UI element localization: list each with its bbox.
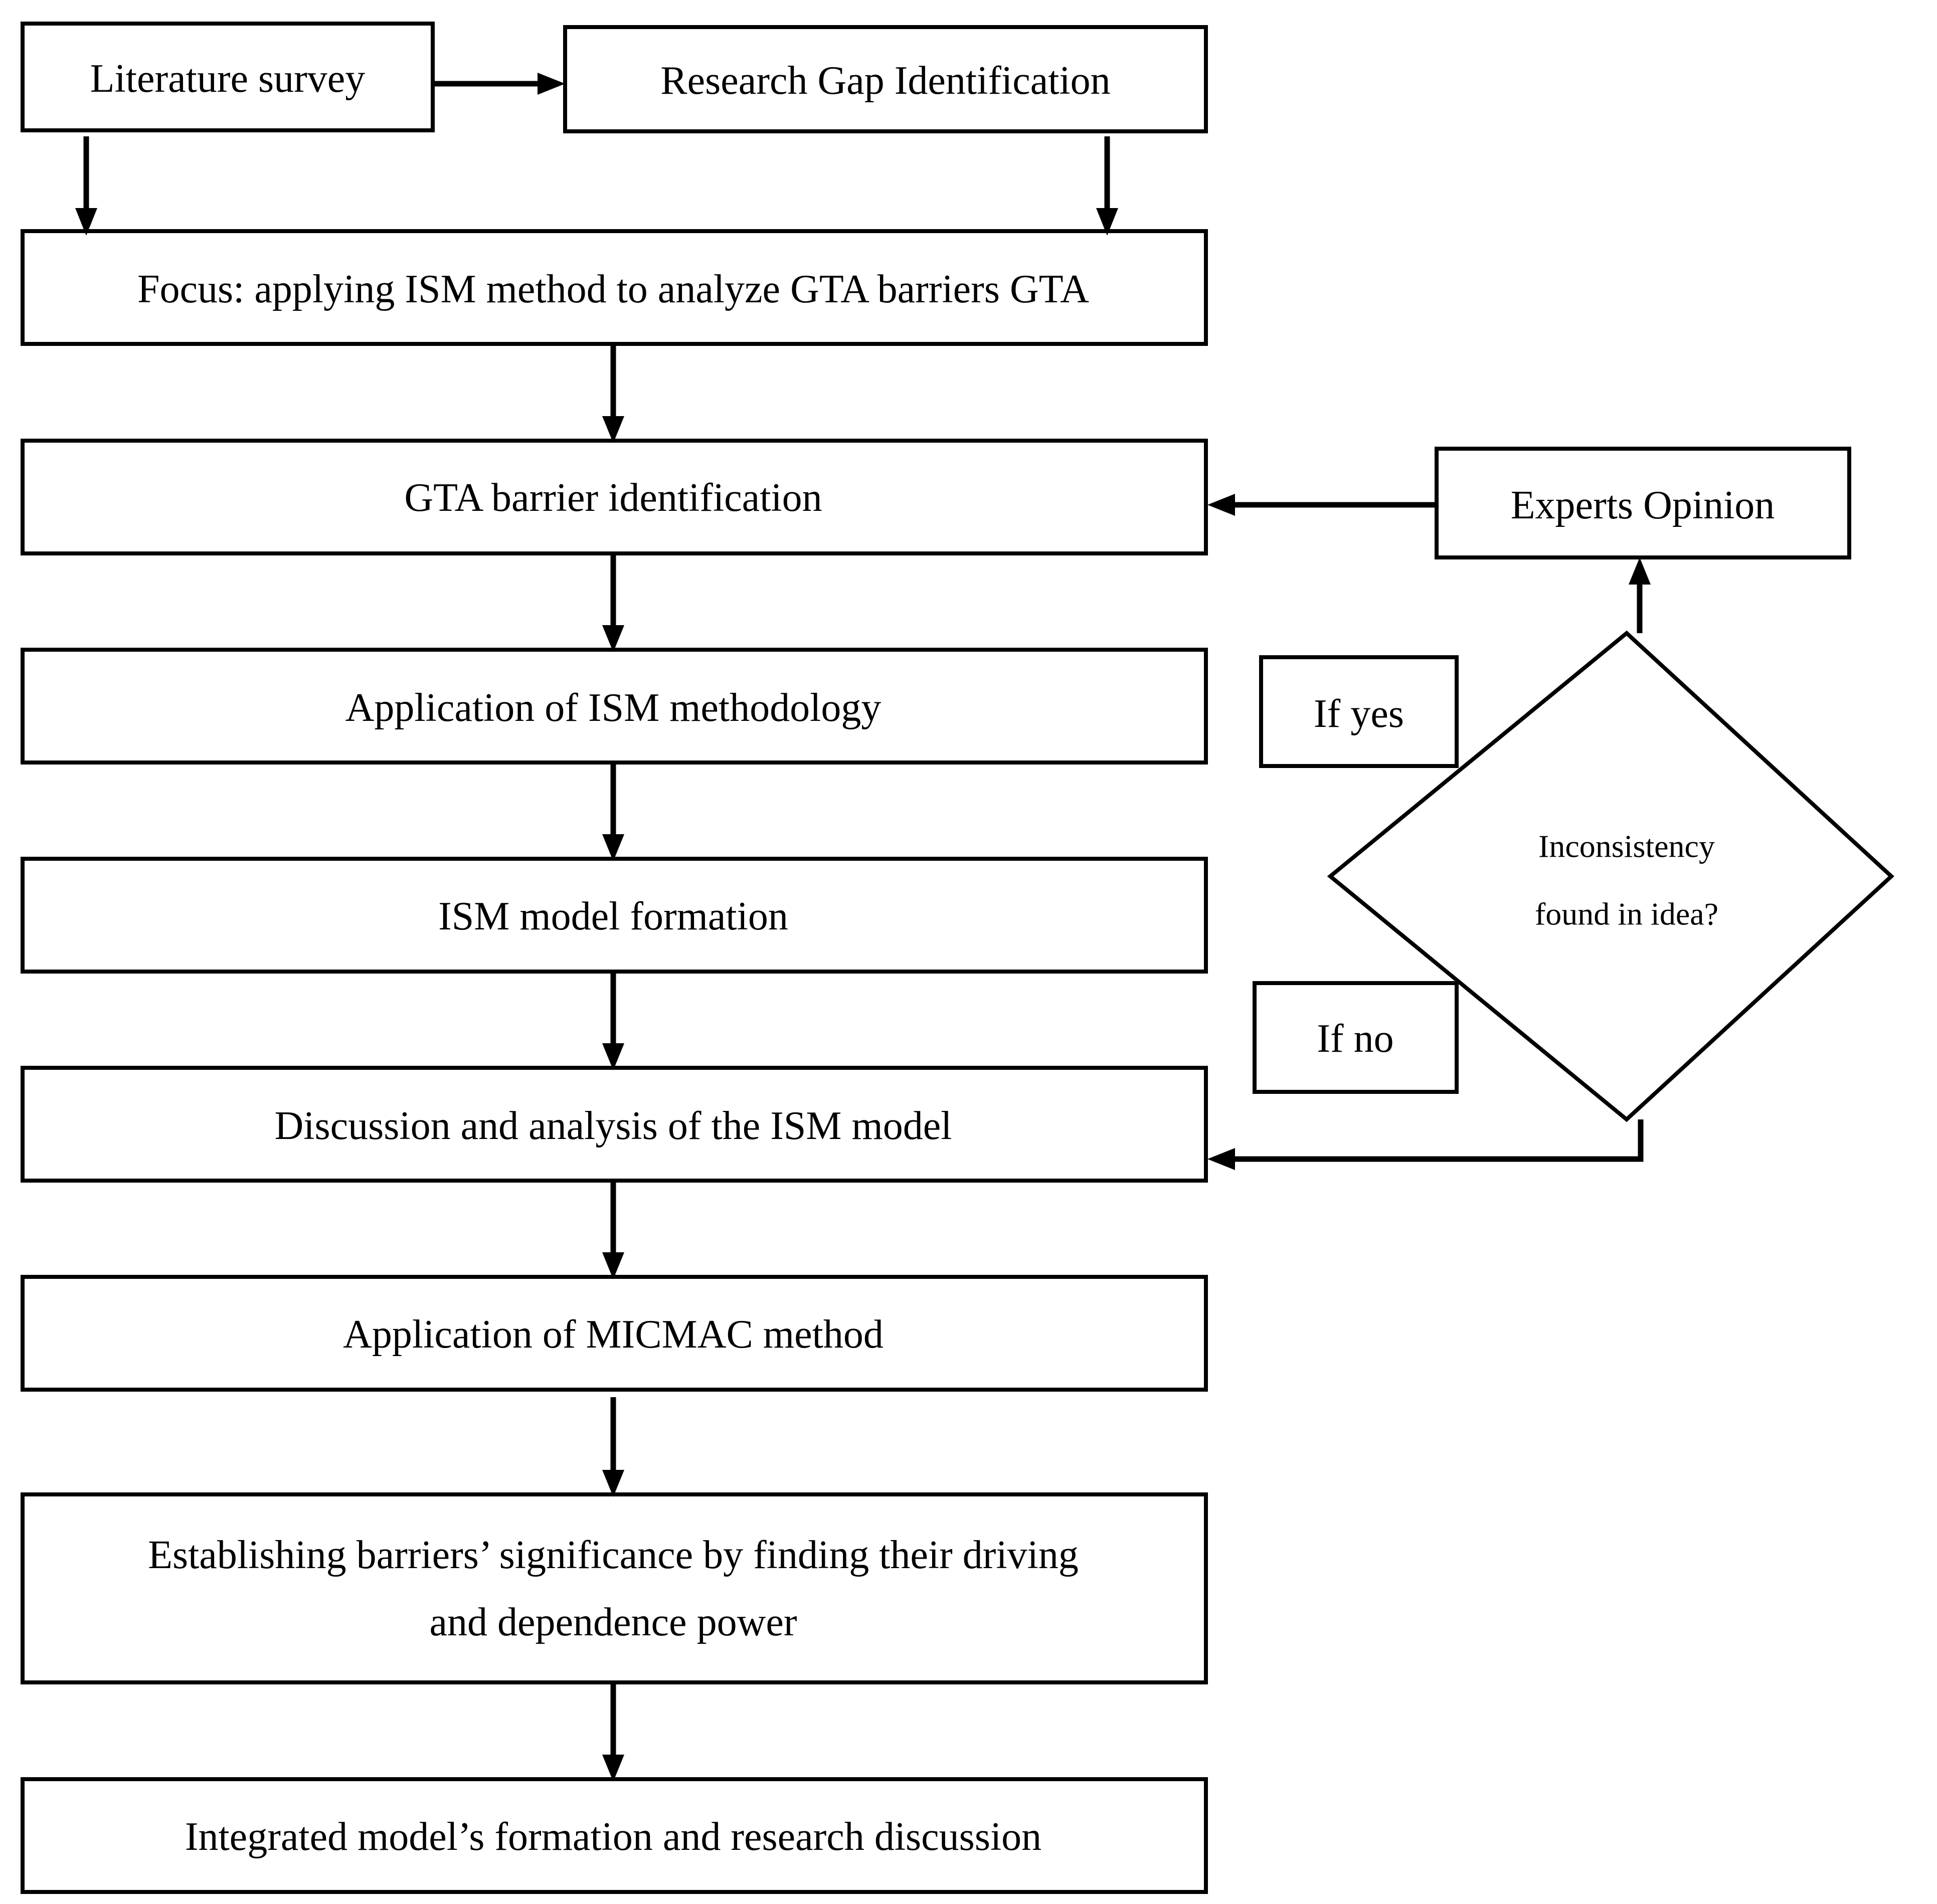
node-focus-label: Focus: applying ISM method to analyze GT… <box>137 267 1089 311</box>
if-yes-label: If yes <box>1314 692 1404 736</box>
node-experts-opinion-label: Experts Opinion <box>1511 483 1775 527</box>
node-discussion-label: Discussion and analysis of the ISM model <box>275 1104 952 1148</box>
node-research-gap-identification: Research Gap Identification <box>563 25 1208 133</box>
arrow-significance-to-integrated <box>602 1682 624 1782</box>
arrow-ism-application-to-model <box>602 763 624 861</box>
node-literature-survey-label: Literature survey <box>90 57 366 101</box>
arrow-barrier-to-ism-application <box>602 553 624 652</box>
node-experts-opinion: Experts Opinion <box>1435 447 1851 559</box>
decision-label-line2: found in idea? <box>1535 896 1718 932</box>
node-micmac-label: Application of MICMAC method <box>343 1312 884 1357</box>
if-no-label: If no <box>1317 1017 1393 1061</box>
decision-label-line1: Inconsistency <box>1538 829 1715 864</box>
arrow-decision-yes-to-experts <box>1629 557 1651 633</box>
node-barrier-identification-label: GTA barrier identification <box>404 476 822 520</box>
node-ism-application: Application of ISM methodology <box>21 648 1208 765</box>
node-focus: Focus: applying ISM method to analyze GT… <box>21 229 1208 346</box>
arrow-discussion-to-micmac <box>602 1181 624 1279</box>
node-significance-label-line2: and dependence power <box>430 1600 797 1644</box>
arrow-gap-to-focus <box>1096 136 1118 236</box>
node-micmac: Application of MICMAC method <box>21 1275 1208 1392</box>
node-significance-label-line1: Establishing barriers’ significance by f… <box>148 1533 1079 1577</box>
arrow-literature-to-focus <box>75 136 97 236</box>
if-no-label-box: If no <box>1253 981 1459 1094</box>
node-research-gap-label: Research Gap Identification <box>660 59 1110 103</box>
arrow-focus-to-barrier <box>602 344 624 443</box>
arrow-model-to-discussion <box>602 972 624 1070</box>
node-integrated-model-label: Integrated model’s formation and researc… <box>185 1815 1041 1859</box>
arrow-decision-no-to-discussion <box>1207 1119 1644 1170</box>
node-gta-barrier-identification: GTA barrier identification <box>21 439 1208 555</box>
node-ism-application-label: Application of ISM methodology <box>345 686 882 730</box>
arrow-experts-to-barrier <box>1207 494 1437 516</box>
if-yes-label-box: If yes <box>1259 655 1459 768</box>
arrow-micmac-to-significance <box>602 1397 624 1497</box>
node-literature-survey: Literature survey <box>21 22 435 132</box>
node-ism-model-formation-label: ISM model formation <box>438 894 788 938</box>
arrow-literature-to-gap <box>434 73 565 95</box>
node-barriers-significance: Establishing barriers’ significance by f… <box>21 1492 1208 1684</box>
node-discussion-analysis: Discussion and analysis of the ISM model <box>21 1066 1208 1183</box>
node-ism-model-formation: ISM model formation <box>21 857 1208 974</box>
decision-inconsistency-diamond: Inconsistency found in idea? <box>1327 630 1894 1122</box>
node-integrated-model: Integrated model’s formation and researc… <box>21 1777 1208 1894</box>
